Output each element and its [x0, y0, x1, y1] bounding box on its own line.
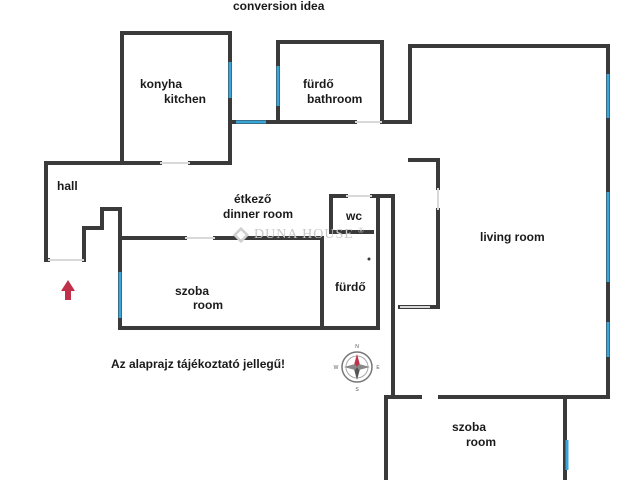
door-handle-dot: [367, 257, 371, 261]
compass-s: S: [355, 387, 359, 393]
room1-label-en: room: [193, 298, 223, 312]
door-openings: [48, 121, 439, 308]
watermark-text: DUNA HOUSE: [254, 227, 354, 242]
wc-label: wc: [346, 209, 363, 223]
compass-w: W: [334, 365, 339, 371]
plan-title: conversion idea: [233, 0, 325, 13]
room2-label-hu: szoba: [452, 420, 487, 434]
disclaimer-text: Az alaprajz tájékoztató jellegű!: [111, 357, 286, 371]
compass-icon: N S E W: [334, 344, 381, 393]
dining-label-en: dinner room: [223, 207, 294, 221]
watermark-logo-icon: [232, 226, 250, 244]
entrance-arrow-icon: [61, 280, 75, 300]
bathroom-label-hu: fürdő: [303, 77, 334, 91]
watermark-mark: ®: [357, 226, 365, 235]
bath2-label: fürdő: [335, 280, 366, 294]
room2-label-en: room: [466, 435, 496, 449]
dining-label-hu: étkező: [234, 192, 272, 206]
watermark: DUNA HOUSE ®: [232, 226, 365, 244]
living-room-label: living room: [480, 230, 545, 244]
room1-label-hu: szoba: [175, 284, 210, 298]
hall-label: hall: [57, 179, 78, 193]
kitchen-label-en: kitchen: [164, 92, 207, 106]
kitchen-label-hu: konyha: [140, 77, 183, 91]
windows: [118, 62, 610, 470]
walls: [44, 31, 610, 480]
compass-e: E: [376, 365, 380, 371]
compass-n: N: [355, 344, 359, 350]
bathroom-label-en: bathroom: [307, 92, 363, 106]
